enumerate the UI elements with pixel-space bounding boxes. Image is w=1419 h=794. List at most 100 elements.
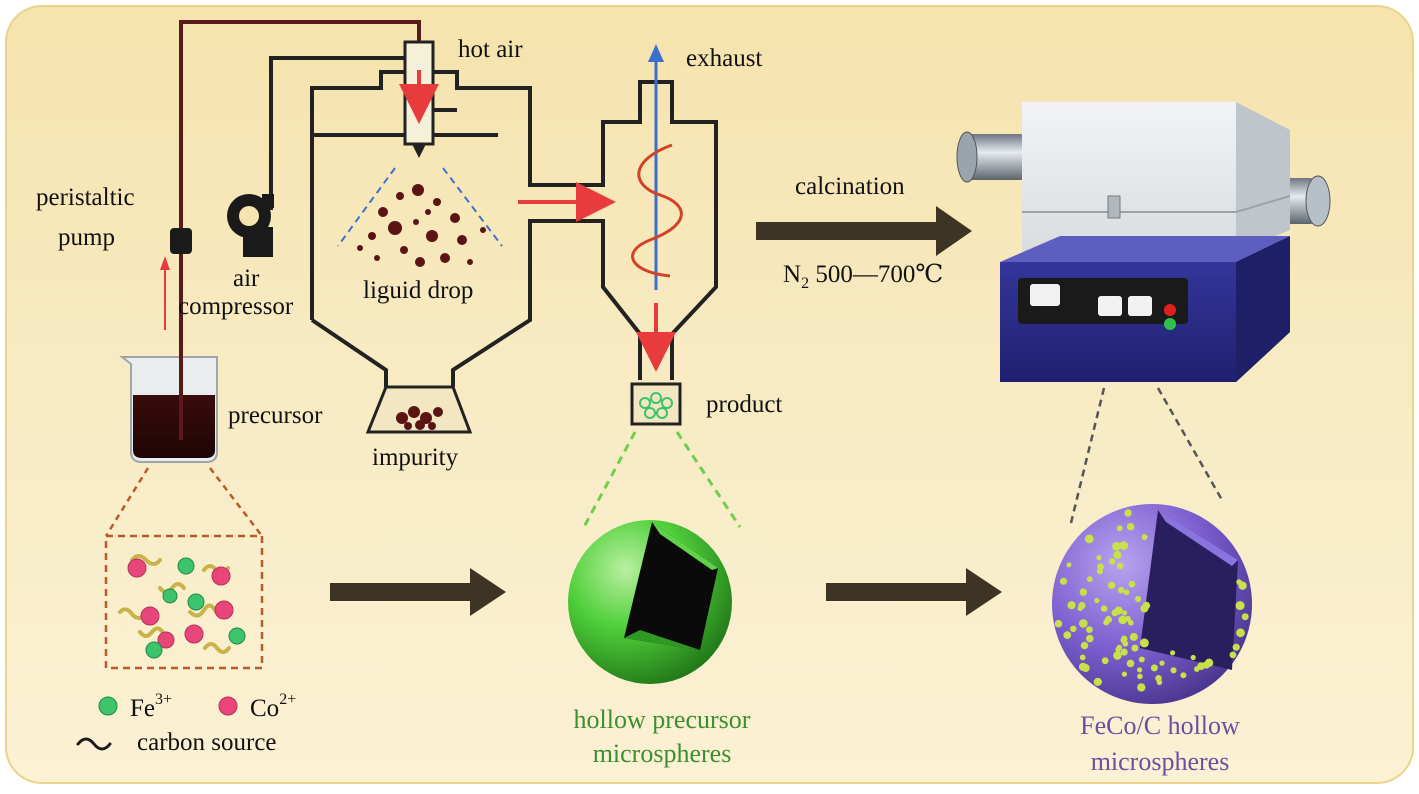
nanoparticle-dot xyxy=(1134,595,1142,603)
nanoparticle-dot xyxy=(1101,657,1109,665)
nanoparticle-dot xyxy=(1126,659,1135,668)
green-zoom-right xyxy=(675,431,742,528)
label-compressor: compressor xyxy=(178,293,294,320)
nanoparticle-dot xyxy=(1229,651,1237,659)
ion-mixture xyxy=(118,554,246,659)
nanoparticle-dot xyxy=(1086,576,1093,583)
nanoparticle-dot xyxy=(1159,660,1165,666)
label-fe: Fe3+ xyxy=(130,691,172,722)
nanoparticle-dot xyxy=(1063,631,1072,639)
precursor-zoom-box xyxy=(104,534,264,670)
impurity-particles xyxy=(396,406,443,430)
nanoparticle-dot xyxy=(1078,601,1086,610)
nanoparticle-dot xyxy=(1125,615,1131,622)
label-precursor: precursor xyxy=(228,402,323,429)
nanoparticle-dot xyxy=(1096,555,1102,561)
nanoparticle-dot xyxy=(1113,550,1122,559)
nanoparticle-dot xyxy=(1118,615,1127,625)
air-compressor-icon xyxy=(227,194,274,257)
nanoparticle-dot xyxy=(1138,656,1145,663)
label-liquid-drop: liguid drop xyxy=(363,277,473,304)
liquid-drops xyxy=(357,184,486,267)
label-air: air xyxy=(233,265,260,292)
nanoparticle-dot xyxy=(1081,664,1090,672)
cyclone-swirl xyxy=(631,143,683,278)
nanoparticle-dot xyxy=(1170,667,1177,674)
precursor-beaker xyxy=(119,340,218,463)
label-co: Co2+ xyxy=(250,691,296,722)
nanoparticle-dot xyxy=(1107,581,1116,589)
label-pump: pump xyxy=(58,224,115,251)
spray-dryer-piping xyxy=(179,20,718,392)
nanoparticle-dot xyxy=(1120,648,1128,656)
nanoparticle-dot xyxy=(1109,558,1116,565)
process-arrow-calcination xyxy=(756,206,972,256)
green-zoom-left xyxy=(582,431,637,528)
carbon-legend-marker xyxy=(76,737,112,751)
nanoparticle-dot xyxy=(1236,628,1245,638)
label-hollow-precursor-1: hollow precursor xyxy=(574,705,751,734)
fe-legend-marker xyxy=(98,696,118,716)
nanoparticle-dot xyxy=(1122,640,1129,647)
nanoparticle-dot xyxy=(1113,651,1122,660)
nanoparticle-dot xyxy=(1232,643,1240,651)
hollow-precursor-sphere xyxy=(568,520,732,684)
grey-zoom-right xyxy=(1156,387,1224,501)
label-n: N xyxy=(783,261,801,288)
nanoparticle-dot xyxy=(1241,613,1249,621)
label-fe-text: Fe xyxy=(130,695,155,722)
nanoparticle-dot xyxy=(1059,577,1068,585)
nanoparticle-dot xyxy=(1137,683,1146,692)
product-particles xyxy=(639,392,673,419)
label-hollow-precursor-2: microspheres xyxy=(593,739,732,768)
nanoparticle-dot xyxy=(1119,541,1128,550)
label-carbon-source: carbon source xyxy=(137,729,277,756)
nanoparticle-dot xyxy=(1235,601,1245,611)
nanoparticle-dot xyxy=(1113,544,1120,550)
nanoparticle-dot xyxy=(1141,534,1148,541)
nanoparticle-dot xyxy=(1116,644,1123,651)
nanoparticle-dot xyxy=(1142,601,1151,610)
spray-cone-left xyxy=(337,167,396,247)
label-calcination-condition: N2 500—700℃ xyxy=(783,261,943,292)
label-peristaltic: peristaltic xyxy=(36,184,135,211)
nanoparticle-dot xyxy=(1197,662,1206,670)
nanoparticle-dot xyxy=(1097,563,1104,570)
nanoparticle-dot xyxy=(1128,580,1136,588)
feed-up-arrow-head xyxy=(160,256,170,270)
label-product: product xyxy=(706,391,782,418)
nanoparticle-dot xyxy=(1086,626,1093,633)
nanoparticle-dot xyxy=(1139,638,1149,648)
nanoparticle-dot xyxy=(1093,677,1102,687)
nanoparticle-dot xyxy=(1124,509,1132,517)
zoom-line-right xyxy=(209,467,263,537)
nanoparticle-dot xyxy=(1190,654,1196,661)
label-impurity: impurity xyxy=(372,444,459,471)
nanoparticle-dot xyxy=(1066,562,1072,568)
nanoparticle-dot xyxy=(1137,667,1143,673)
nanoparticle-dot xyxy=(1079,619,1088,628)
nanoparticle-dot xyxy=(1122,610,1128,616)
nanoparticle-dot xyxy=(1150,664,1158,672)
nanoparticle-dot xyxy=(1180,672,1187,679)
co-legend-marker xyxy=(218,696,238,716)
nanoparticle-dot xyxy=(1137,673,1143,680)
nanoparticle-dot xyxy=(1131,644,1139,652)
nanoparticle-dot xyxy=(1079,654,1086,661)
label-co-text: Co xyxy=(250,695,279,722)
nanoparticle-dot xyxy=(1086,634,1094,643)
process-arrow-2 xyxy=(826,568,1002,616)
nanoparticle-dot xyxy=(1100,605,1108,612)
process-arrow-1 xyxy=(330,568,506,616)
label-feco-1: FeCo/C hollow xyxy=(1080,711,1240,740)
nanoparticle-dot xyxy=(1116,562,1124,570)
nanoparticle-dot xyxy=(1170,650,1176,656)
nanoparticle-dot xyxy=(1070,625,1077,632)
label-hot-air: hot air xyxy=(458,36,523,63)
nanoparticle-dot xyxy=(1155,675,1162,682)
peristaltic-pump-icon xyxy=(170,228,192,254)
nanoparticle-dot xyxy=(1084,534,1094,544)
zoom-line-left xyxy=(104,467,150,537)
feco-hollow-sphere xyxy=(1052,504,1252,704)
